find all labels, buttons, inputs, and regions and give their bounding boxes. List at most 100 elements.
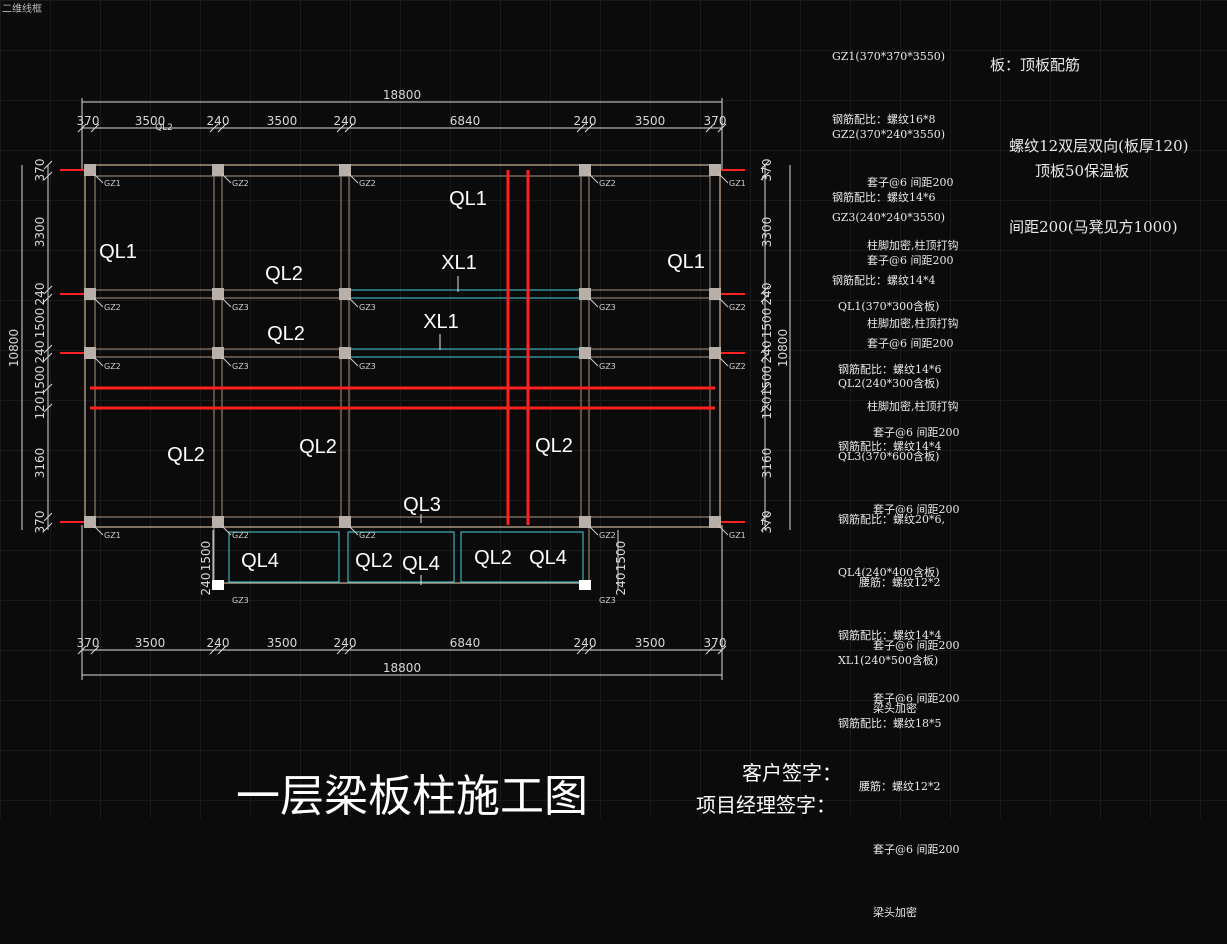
column-leader (718, 173, 729, 184)
column-tag: GZ2 (729, 362, 746, 371)
note-gz2: GZ2(370*240*3550) 钢筋配比：螺纹14*6 套子@6 间距200… (832, 82, 958, 355)
note-ql3: QL3(370*600含板) 钢筋配比：螺纹20*6, 腰筋：螺纹12*2 套子… (838, 404, 959, 740)
column-marker (84, 347, 96, 359)
dim-tick-bottom (705, 645, 715, 655)
column-marker (84, 164, 96, 176)
dim-span-bottom: 240 (334, 636, 357, 650)
column-marker (84, 288, 96, 300)
dim-tick-bottom (77, 645, 87, 655)
dim-span-top: 3500 (135, 114, 166, 128)
note-xl1-line: 腰筋：螺纹12*2 (838, 780, 941, 793)
dim-span-bottom: 240 (574, 636, 597, 650)
note-ql2-line: 套子@6 间距200 (838, 503, 960, 516)
dim-tick-right (760, 383, 770, 393)
column-marker-lower (212, 580, 224, 590)
column-marker (579, 347, 591, 359)
dim-lower-right-240: 240 (614, 573, 628, 596)
column-marker (709, 164, 721, 176)
column-tag: GZ1 (104, 531, 121, 540)
dim-span-left: 240 (33, 341, 47, 364)
dim-tick-left (43, 352, 53, 362)
note-xl1-line: 钢筋配比：螺纹18*5 (838, 717, 942, 730)
note-ql4-line: 套子@6 间距200 (838, 692, 960, 705)
column-tag: GZ1 (104, 179, 121, 188)
note-gz2-line: 柱脚加密,柱顶打钩 (832, 317, 959, 330)
beam-label-ql2-b: QL2 (267, 323, 305, 345)
dim-span-bottom: 370 (77, 636, 100, 650)
dim-span-right: 1500 (760, 366, 774, 397)
note-gz3-line: 套子@6 间距200 (832, 337, 954, 350)
dim-span-left: 240 (33, 283, 47, 306)
note-gz2-line: 套子@6 间距200 (832, 254, 954, 267)
dim-span-top: 240 (334, 114, 357, 128)
note-gz1-line: 套子@6 间距200 (832, 176, 954, 189)
dim-tick-left (43, 171, 53, 181)
dim-lower-left-240: 240 (199, 573, 213, 596)
beam-label-ql1-left: QL1 (99, 241, 137, 263)
dim-tick-left (43, 512, 53, 522)
dim-span-top: 240 (574, 114, 597, 128)
dim-tick-top (90, 123, 100, 133)
dim-tick-bottom (576, 645, 586, 655)
dim-tick-right (760, 403, 770, 413)
note-gz2-line: 钢筋配比：螺纹14*6 (832, 191, 936, 204)
beam-label-ql2-g: QL2 (474, 547, 512, 569)
column-leader (588, 525, 599, 536)
dim-tick-right (760, 522, 770, 532)
column-tag: GZ3 (599, 362, 616, 371)
beam-label-ql4-b: QL4 (402, 553, 440, 575)
column-tag: GZ2 (104, 303, 121, 312)
dim-span-left: 1500 (33, 366, 47, 397)
note-xl1-line: 套子@6 间距200 (838, 843, 960, 856)
column-marker (579, 164, 591, 176)
dim-tick-top (584, 123, 594, 133)
dim-tick-right (760, 171, 770, 181)
column-tag: GZ2 (232, 179, 249, 188)
dim-tick-bottom (717, 645, 727, 655)
dim-span-right: 120 (760, 397, 774, 420)
dim-tick-top (77, 123, 87, 133)
note-ql4-line: 钢筋配比：螺纹14*4 (838, 629, 942, 642)
dim-left-total: 10800 (7, 329, 21, 367)
dim-span-bottom: 240 (207, 636, 230, 650)
manager-signature-label: 项目经理签字： (696, 793, 836, 817)
outer-wall-outer (84, 164, 721, 528)
dim-span-bottom: 6840 (450, 636, 481, 650)
dim-span-left: 3300 (33, 217, 47, 248)
dim-tick-left (43, 522, 53, 532)
dim-tick-top (217, 123, 227, 133)
dim-tick-right (760, 293, 770, 303)
dim-span-left: 3160 (33, 448, 47, 479)
column-tag: GZ3 (232, 362, 249, 371)
dim-tick-top (209, 123, 219, 133)
column-marker (579, 516, 591, 528)
column-tag: GZ3 (232, 596, 249, 605)
dim-tick-bottom (90, 645, 100, 655)
note-gz3-line: 柱脚加密,柱顶打钩 (832, 400, 959, 413)
dim-right-total: 10800 (776, 329, 790, 367)
view-mode-label[interactable]: 二维线框 (2, 4, 42, 15)
dim-tick-left (43, 383, 53, 393)
dim-span-right: 370 (760, 511, 774, 534)
dim-tick-left (43, 293, 53, 303)
note-ql1-line: 钢筋配比：螺纹14*6 (838, 363, 942, 376)
dim-tick-left (43, 160, 53, 170)
column-tag: GZ2 (359, 179, 376, 188)
beam-label-ql1-right: QL1 (667, 251, 705, 273)
outer-wall-inner (94, 175, 711, 518)
beam-label-ql4-c: QL4 (529, 547, 567, 569)
dim-tick-top (576, 123, 586, 133)
drawing-title: 一层梁板柱施工图 (236, 771, 588, 822)
dim-span-right: 3300 (760, 217, 774, 248)
column-tag: GZ2 (359, 531, 376, 540)
column-marker (212, 164, 224, 176)
column-tag: GZ2 (599, 179, 616, 188)
note-gz1-line: 柱脚加密,柱顶打钩 (832, 239, 959, 252)
dim-tick-bottom (209, 645, 219, 655)
note-ql4-title: QL4(240*400含板) (838, 566, 940, 579)
beam-label-ql4-a: QL4 (241, 550, 279, 572)
column-leader (588, 173, 599, 184)
dim-overall-top: 18800 (383, 88, 421, 102)
note-xl1: XL1(240*500含板) 钢筋配比：螺纹18*5 腰筋：螺纹12*2 套子@… (838, 608, 959, 944)
